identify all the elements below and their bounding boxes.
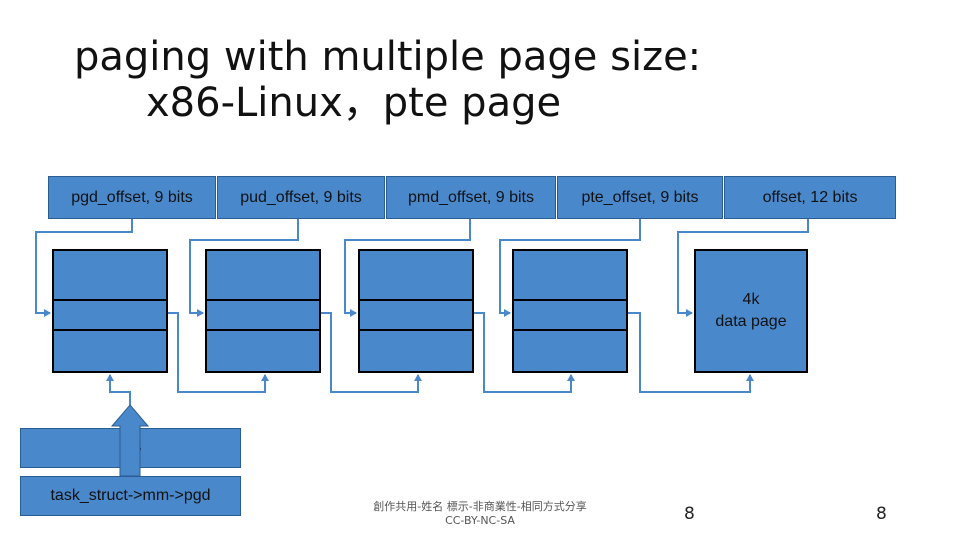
pte-offset-arrow [499,219,641,317]
pmd-table [358,249,474,373]
title-line-1: paging with multiple page size: [74,34,702,80]
pmd-to-pte-arrow [474,312,575,393]
pud-table [205,249,321,373]
pte-to-page-arrow [628,312,754,393]
page-number-center: 8 [684,504,695,524]
slide-title: paging with multiple page size: x86-Linu… [74,34,701,126]
pud-to-pmd-arrow [321,312,422,393]
license-line-2: CC-BY-NC-SA [445,514,515,527]
pmd-offset-field: pmd_offset, 9 bits [386,176,556,219]
data-page-size: 4k [742,291,760,308]
pgd-offset-label: pgd_offset, 9 bits [71,188,193,206]
page-offset-arrow [677,219,809,317]
license-footer: 創作共用-姓名 標示-非商業性-相同方式分享 CC-BY-NC-SA [355,500,605,528]
pte-offset-label: pte_offset, 9 bits [581,188,699,206]
pud-offset-arrow [189,219,299,317]
pmd-table-entry [360,299,472,331]
data-page-4k: 4k data page [694,249,808,373]
task-to-cr3-arrow [110,404,150,477]
pte-offset-field: pte_offset, 9 bits [557,176,723,219]
title-line-2: x86-Linux，pte page [146,80,562,126]
pud-offset-field: pud_offset, 9 bits [217,176,385,219]
task-struct-pgd: task_struct->mm->pgd [20,476,241,516]
page-offset-label: offset, 12 bits [762,188,858,206]
pte-table-entry [514,299,626,331]
pte-table [512,249,628,373]
pmd-offset-arrow [344,219,471,317]
page-number: 8 [876,504,887,524]
pgd-to-pud-arrow [168,312,269,393]
pmd-offset-label: pmd_offset, 9 bits [408,188,534,206]
pgd-table [52,249,168,373]
pgd-offset-arrow [35,219,133,317]
license-line-1: 創作共用-姓名 標示-非商業性-相同方式分享 [373,500,587,513]
page-offset-field: offset, 12 bits [724,176,896,219]
pud-table-entry [207,299,319,331]
cr3-to-pgd-arrow [106,374,131,405]
data-page-label: data page [715,313,787,330]
pgd-offset-field: pgd_offset, 9 bits [48,176,216,219]
pud-offset-label: pud_offset, 9 bits [240,188,362,206]
pgd-table-entry [54,299,166,331]
task-struct-label: task_struct->mm->pgd [50,487,211,504]
